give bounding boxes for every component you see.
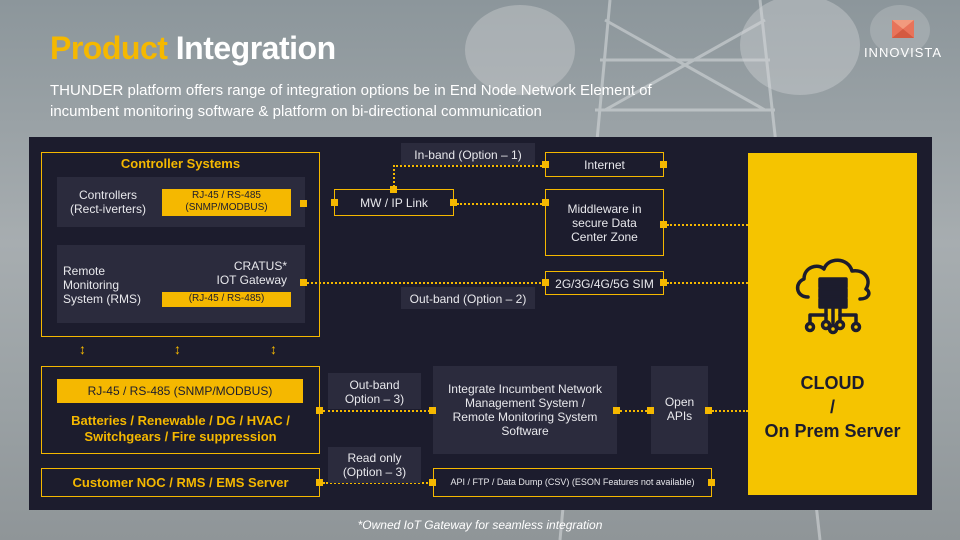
connector-line bbox=[667, 282, 748, 284]
connector-line bbox=[667, 224, 748, 226]
out-band-2-label: Out-band (Option – 2) bbox=[409, 292, 527, 306]
incumbent-nms-label: Integrate Incumbent Network Management S… bbox=[447, 382, 603, 438]
incumbent-nms-box bbox=[433, 366, 617, 454]
middleware-label: Middleware in secure Data Center Zone bbox=[567, 202, 642, 244]
out-band-3-tag bbox=[328, 373, 421, 409]
connector-dot bbox=[542, 199, 549, 206]
bidirectional-arrow-icon: ↕ bbox=[270, 341, 277, 357]
connector-dot bbox=[660, 161, 667, 168]
connector-line bbox=[393, 165, 395, 187]
out-band-3-label: Out-band Option – 3) bbox=[344, 378, 405, 406]
sim-label: 2G/3G/4G/5G SIM bbox=[555, 277, 654, 291]
connector-line bbox=[712, 410, 748, 412]
controller-systems-title: Controller Systems bbox=[120, 156, 241, 171]
open-apis-label: Open APIs bbox=[664, 395, 695, 423]
in-band-tag bbox=[401, 143, 535, 165]
read-only-label: Read only (Option – 3) bbox=[342, 451, 407, 479]
field-equipment-port-label: RJ-45 / RS-485 (SNMP/MODBUS) bbox=[57, 379, 303, 403]
connector-dot bbox=[300, 200, 307, 207]
brand-logo: INNOVISTA bbox=[858, 20, 948, 60]
connector-dot bbox=[300, 279, 307, 286]
connector-dot bbox=[429, 407, 436, 414]
cloud-server-block: CLOUD / On Prem Server bbox=[748, 153, 917, 495]
connector-dot bbox=[542, 161, 549, 168]
connector-line bbox=[620, 410, 651, 412]
rms-block bbox=[57, 245, 305, 323]
rms-port-label: (RJ-45 / RS-485) bbox=[162, 292, 291, 307]
controllers-port-label: RJ-45 / RS-485 (SNMP/MODBUS) bbox=[162, 189, 291, 216]
connector-dot bbox=[450, 199, 457, 206]
controller-systems-group bbox=[41, 152, 320, 337]
cloud-label: CLOUD / On Prem Server bbox=[764, 373, 901, 441]
connector-dot bbox=[705, 407, 712, 414]
connector-line bbox=[323, 482, 432, 484]
integration-diagram: Controller Systems Controllers (Rect-ive… bbox=[29, 137, 932, 510]
connector-line bbox=[307, 282, 545, 284]
open-apis-box bbox=[651, 366, 708, 454]
controllers-label: Controllers (Rect-iverters) bbox=[69, 188, 146, 216]
field-equipment-label: Batteries / Renewable / DG / HVAC / Swit… bbox=[71, 413, 290, 444]
connector-dot bbox=[316, 479, 323, 486]
connector-dot bbox=[613, 407, 620, 414]
page-title: Product Integration bbox=[50, 30, 336, 66]
in-band-label: In-band (Option – 1) bbox=[414, 148, 522, 162]
connector-dot bbox=[660, 279, 667, 286]
bidirectional-arrow-icon: ↕ bbox=[174, 341, 181, 357]
connector-dot bbox=[331, 199, 338, 206]
footnote: *Owned IoT Gateway for seamless integrat… bbox=[357, 518, 603, 532]
customer-noc-label: Customer NOC / RMS / EMS Server bbox=[72, 475, 289, 490]
mw-ip-link-label: MW / IP Link bbox=[360, 196, 428, 210]
connector-dot bbox=[316, 407, 323, 414]
page-subtitle: THUNDER platform offers range of integra… bbox=[50, 82, 652, 120]
connector-line bbox=[393, 165, 545, 167]
connector-line bbox=[323, 410, 430, 412]
api-dump-label: API / FTP / Data Dump (CSV) (ESON Featur… bbox=[450, 477, 695, 487]
connector-dot bbox=[390, 186, 397, 193]
connector-dot bbox=[660, 221, 667, 228]
internet-label: Internet bbox=[584, 158, 625, 172]
connector-line bbox=[457, 203, 545, 205]
cloud-server-icon bbox=[795, 258, 871, 335]
connector-dot bbox=[647, 407, 654, 414]
read-only-tag bbox=[328, 447, 421, 483]
out-band-2-tag bbox=[401, 287, 535, 309]
connector-dot bbox=[429, 479, 436, 486]
rms-label: Remote Monitoring System (RMS) bbox=[63, 264, 141, 306]
connector-dot bbox=[708, 479, 715, 486]
bidirectional-arrow-icon: ↕ bbox=[79, 341, 86, 357]
innovista-logo-icon bbox=[892, 20, 914, 38]
cratus-gateway-label: CRATUS* IOT Gateway bbox=[216, 259, 287, 287]
connector-dot bbox=[542, 279, 549, 286]
